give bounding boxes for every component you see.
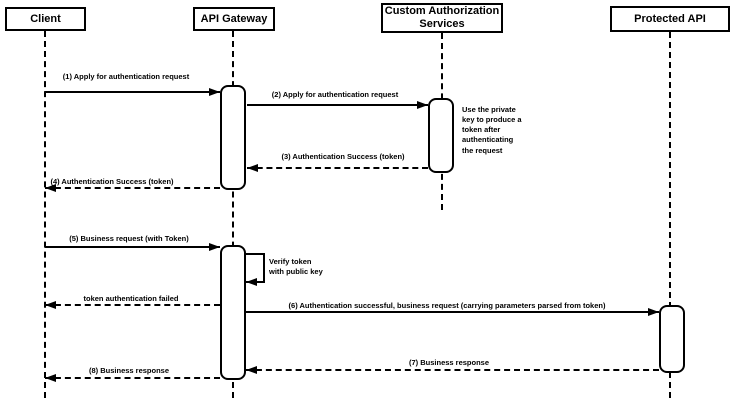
message-6-label: (6) Authentication successful, business …: [288, 301, 606, 310]
lifeline-api-gateway: [232, 31, 234, 398]
message-3-label: (3) Authentication Success (token): [281, 152, 405, 161]
message-1-arrowhead-icon: [209, 87, 220, 96]
message-verify-token-arrowhead-icon: [246, 277, 257, 286]
message-1-label: (1) Apply for authentication request: [62, 72, 190, 81]
message-5-arrowhead-icon: [209, 242, 220, 251]
message-4-arrowhead-icon: [45, 183, 56, 192]
message-8-line: [45, 377, 220, 379]
message-3-line: [247, 167, 428, 169]
lifeline-client: [44, 31, 46, 398]
message-8-arrowhead-icon: [45, 373, 56, 382]
message-5-line: [45, 246, 220, 248]
activation-custom-authorization-services: [428, 98, 454, 173]
message-verify-token-label: Verify token with public key: [269, 257, 323, 277]
message-2-line: [247, 104, 428, 106]
message-2-label: (2) Apply for authentication request: [271, 90, 399, 99]
message-7-arrowhead-icon: [246, 365, 257, 374]
actor-client: Client: [5, 7, 86, 31]
message-token-failed-arrowhead-icon: [45, 300, 56, 309]
activation-api-gateway-1: [220, 85, 246, 190]
message-token-failed-label: token authentication failed: [83, 294, 179, 303]
message-6-line: [246, 311, 659, 313]
actor-protected-api: Protected API: [610, 6, 730, 32]
message-8-label: (8) Business response: [88, 366, 170, 375]
message-4-label: (4) Authentication Success (token): [50, 177, 174, 186]
actor-custom-authorization-services: Custom Authorization Services: [381, 3, 503, 33]
lifeline-protected-api: [669, 32, 671, 398]
message-4-line: [45, 187, 220, 189]
actor-client-label: Client: [30, 12, 61, 25]
message-5-label: (5) Business request (with Token): [69, 234, 189, 243]
actor-protected-api-label: Protected API: [634, 12, 706, 25]
activation-api-gateway-2: [220, 245, 246, 380]
message-7-label: (7) Business response: [408, 358, 490, 367]
actor-custom-authorization-services-label: Custom Authorization Services: [384, 5, 500, 30]
actor-api-gateway: API Gateway: [193, 7, 275, 31]
message-3-arrowhead-icon: [247, 163, 258, 172]
note-private-key: Use the private key to produce a token a…: [462, 105, 522, 155]
activation-protected-api: [659, 305, 685, 373]
message-6-arrowhead-icon: [648, 307, 659, 316]
message-2-arrowhead-icon: [417, 100, 428, 109]
message-7-line: [246, 369, 659, 371]
message-token-failed-line: [45, 304, 220, 306]
actor-api-gateway-label: API Gateway: [200, 12, 268, 25]
message-1-line: [45, 91, 220, 93]
